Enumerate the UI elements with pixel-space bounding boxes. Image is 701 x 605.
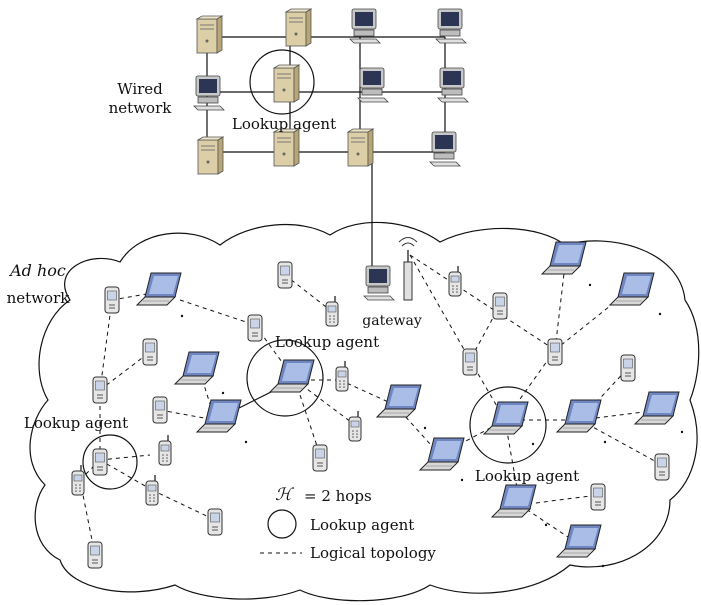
pda-icon — [547, 338, 563, 366]
pda-icon — [277, 261, 293, 289]
laptop-icon — [541, 241, 587, 275]
laptop-icon — [174, 351, 220, 385]
cell-phone-icon — [348, 410, 362, 442]
pda-icon — [104, 286, 120, 314]
lookup-agent-circle-wired — [249, 49, 315, 115]
lookup-agent-laptop-icon — [269, 359, 315, 393]
cell-phone-icon — [158, 434, 172, 466]
cell-phone-icon — [325, 295, 339, 327]
pda-icon — [142, 338, 158, 366]
server-icon — [197, 136, 224, 175]
desktop-icon — [429, 131, 461, 167]
legend-h-symbol: ℋ — [275, 485, 295, 505]
legend: ℋ = 2 hops Lookup agent Logical topology — [260, 485, 436, 562]
laptop-icon — [136, 272, 182, 306]
server-icon — [196, 15, 223, 54]
lookup-agent-label-center: Lookup agent — [275, 333, 379, 351]
cell-phone-icon — [335, 360, 349, 392]
pda-icon — [492, 292, 508, 320]
lookup-agent-circle-center — [246, 339, 324, 417]
pda-icon — [462, 348, 478, 376]
gateway-desktop-icon — [363, 265, 395, 301]
lookup-agent-label-wired: Lookup agent — [232, 115, 336, 133]
laptop-icon — [634, 391, 680, 425]
access-point-icon — [403, 261, 413, 301]
laptop-icon — [556, 399, 602, 433]
cell-phone-icon — [71, 464, 85, 496]
legend-h-text: = 2 hops — [304, 487, 372, 505]
signal-icon — [401, 242, 415, 247]
pda-icon — [152, 396, 168, 424]
pda-icon — [590, 483, 606, 511]
gateway-node — [363, 237, 418, 301]
ad-hoc-label-line1: Ad hoc — [8, 261, 66, 280]
laptop-icon — [196, 399, 242, 433]
server-icon — [273, 128, 300, 167]
server-icon — [285, 8, 312, 47]
pda-icon — [654, 453, 670, 481]
laptop-icon — [491, 484, 537, 518]
wired-network-label-line2: network — [109, 99, 173, 117]
lookup-agent-circle-right — [469, 386, 547, 464]
lookup-agent-label-right: Lookup agent — [475, 467, 579, 485]
desktop-icon — [437, 67, 469, 103]
cell-phone-icon — [448, 265, 462, 297]
laptop-icon — [609, 272, 655, 306]
desktop-icon — [435, 8, 467, 44]
legend-circle-label: Lookup agent — [310, 516, 414, 534]
gateway-label: gateway — [362, 313, 422, 329]
server-icon — [347, 128, 374, 167]
lookup-agent-label-left: Lookup agent — [24, 414, 128, 432]
lookup-agent-laptop-icon — [483, 401, 529, 435]
pda-icon — [620, 354, 636, 382]
pda-icon — [247, 314, 263, 342]
desktop-icon — [349, 8, 381, 44]
wired-network-label-line1: Wired — [117, 80, 163, 98]
laptop-icon — [376, 384, 422, 418]
legend-line-label: Logical topology — [310, 544, 436, 562]
lookup-agent-pda-icon — [92, 448, 108, 476]
laptop-icon — [556, 524, 602, 558]
ad-hoc-label-line2: network — [7, 289, 71, 307]
desktop-icon — [193, 75, 225, 111]
cell-phone-icon — [145, 474, 159, 506]
pda-icon — [92, 376, 108, 404]
ad-hoc-cloud — [29, 221, 700, 602]
signal-markers — [180, 283, 684, 568]
pda-icon — [312, 444, 328, 472]
pda-icon — [87, 541, 103, 569]
lookup-agent-circle-left — [82, 434, 138, 490]
lookup-agent-server-icon — [273, 64, 300, 103]
legend-circle-icon — [267, 509, 297, 539]
desktop-icon — [357, 67, 389, 103]
pda-icon — [207, 508, 223, 536]
lookup-agent-circles — [82, 49, 547, 490]
laptop-icon — [419, 437, 465, 471]
